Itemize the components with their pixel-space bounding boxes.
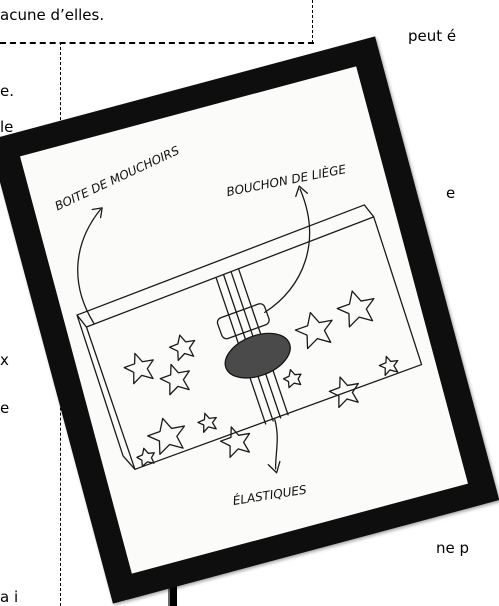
right-text-fragment: e bbox=[446, 184, 456, 202]
dashed-separator-right bbox=[312, 0, 313, 43]
star-decoration bbox=[123, 290, 399, 467]
box-sketch: BOITE DE MOUCHOIRS BOUCHON DE LIÈGE ÉLAS… bbox=[53, 143, 423, 508]
left-text-fragment: le bbox=[0, 118, 14, 136]
tissue-box-label: BOITE DE MOUCHOIRS bbox=[53, 143, 182, 213]
right-bottom-text: ne p bbox=[436, 539, 470, 557]
elastics-label: ÉLASTIQUES bbox=[232, 481, 308, 508]
sketch-paper: BOITE DE MOUCHOIRS BOUCHON DE LIÈGE ÉLAS… bbox=[20, 66, 468, 574]
right-top-text: peut é bbox=[408, 27, 457, 45]
left-text-fragment: e bbox=[0, 399, 10, 417]
tissue-box-arrow bbox=[77, 208, 102, 324]
cork-label: BOUCHON DE LIÈGE bbox=[225, 161, 347, 199]
left-text-fragment: a i bbox=[0, 588, 19, 606]
drawing-board: BOITE DE MOUCHOIRS BOUCHON DE LIÈGE ÉLAS… bbox=[0, 36, 499, 604]
left-text-fragment: x bbox=[0, 351, 9, 369]
box-outline bbox=[85, 216, 423, 470]
box-top-edge bbox=[76, 204, 375, 470]
left-top-text: acune d’elles. bbox=[0, 6, 105, 24]
left-text-fragment: e. bbox=[0, 82, 14, 100]
cork-arrow bbox=[264, 188, 311, 314]
elastics-arrow bbox=[274, 418, 278, 470]
dashed-separator-top bbox=[0, 42, 314, 44]
cork-plug bbox=[216, 303, 270, 340]
cork-oval bbox=[224, 332, 291, 379]
